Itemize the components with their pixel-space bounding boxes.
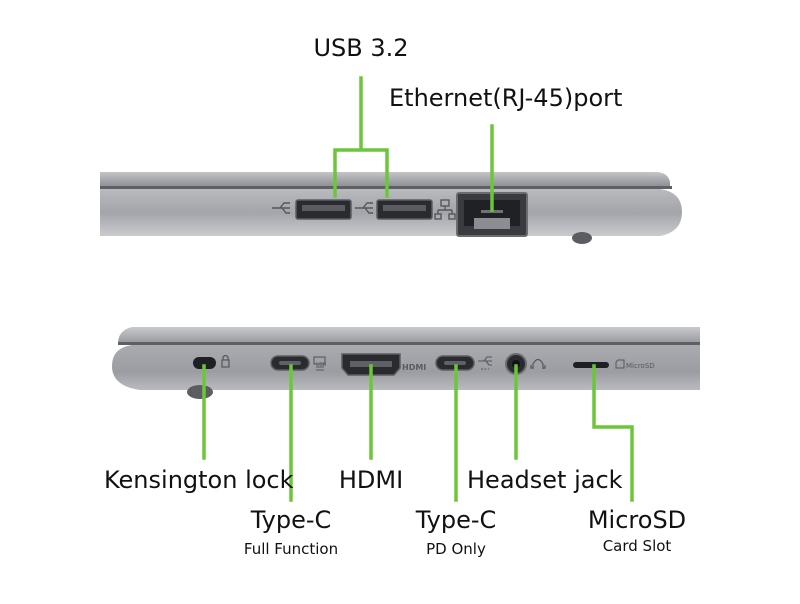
typec-full-label: Type-C [250, 506, 332, 534]
lock-icon [221, 354, 230, 368]
typec-pd-label: Type-C [415, 506, 497, 534]
usb-port-2-tongue [383, 205, 426, 211]
top-lid [100, 172, 670, 186]
ethernet-port-latch [474, 218, 510, 229]
microsd-leader [592, 364, 634, 502]
bottom-base [112, 345, 700, 390]
microsd-marking: MicroSD [626, 362, 655, 370]
usb-leader [333, 76, 389, 198]
bottom-hinge-line [118, 342, 700, 345]
usb-c-marking: USB [316, 362, 327, 368]
microsd-sublabel: Card Slot [602, 537, 672, 555]
top-leader-lines [333, 76, 494, 212]
usb-icon [478, 356, 492, 370]
kensington-slot [193, 357, 216, 369]
headset-label: Headset jack [467, 466, 623, 494]
kensington-label: Kensington lock [104, 466, 294, 494]
bottom-leader-lines [202, 364, 634, 502]
usb-c-icon [313, 356, 326, 371]
hdmi-label: HDMI [338, 466, 404, 494]
sd-card-icon [615, 359, 625, 369]
network-icon [434, 199, 456, 220]
usb-port-1-tongue [302, 205, 345, 211]
usb-icon [355, 202, 373, 214]
bottom-foot [187, 385, 213, 399]
usb-label: USB 3.2 [313, 34, 409, 62]
headset-jack-hole [512, 360, 520, 368]
typec-full-tongue [279, 361, 301, 365]
top-foot [572, 232, 592, 244]
microsd-slot [573, 362, 609, 368]
top-laptop-side [100, 172, 682, 244]
bottom-lid [118, 327, 700, 342]
hdmi-marking: HDMI [402, 363, 426, 372]
typec-pd-tongue [444, 361, 466, 365]
typec-full-sublabel: Full Function [243, 540, 339, 558]
hdmi-port-tongue [350, 361, 392, 367]
bottom-laptop-side: USB HDMI MicroSD [112, 327, 700, 399]
headset-icon [530, 358, 546, 369]
typec-pd-sublabel: PD Only [426, 540, 486, 558]
microsd-label: MicroSD [587, 506, 687, 534]
usb-icon [272, 202, 290, 214]
ethernet-label: Ethernet(RJ-45)port [389, 84, 623, 112]
